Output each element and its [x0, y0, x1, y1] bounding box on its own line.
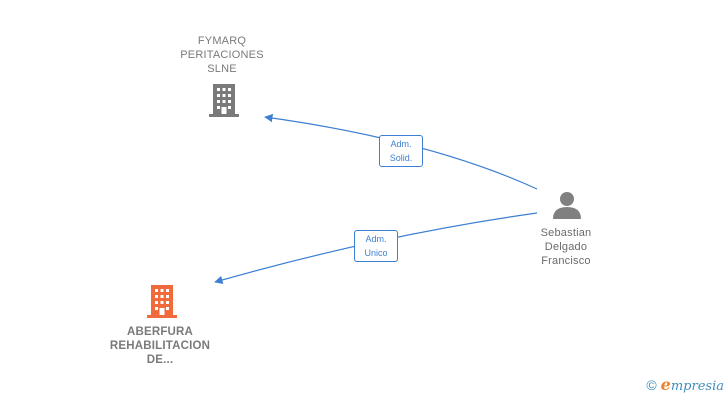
edge-label-line: Solid.: [389, 153, 413, 163]
company-node-aberfura[interactable]: ABERFURA REHABILITACION DE...: [95, 325, 225, 367]
edge-label-line: Unico: [364, 248, 388, 258]
copyright-symbol: ©: [646, 377, 657, 393]
node-label-line: Francisco: [541, 255, 591, 267]
footer-brand: ©empresia: [646, 375, 724, 394]
node-label-line: SLNE: [207, 63, 237, 75]
edge-label-line: Adm.: [390, 139, 412, 149]
building-icon[interactable]: [209, 84, 239, 117]
node-label-line: Delgado: [544, 241, 588, 253]
node-label-line: Sebastian: [540, 227, 592, 239]
edge-label-line: Adm.: [365, 234, 387, 244]
node-label-line: DE...: [146, 354, 174, 366]
edge-label-adm-unico[interactable]: Adm. Unico: [354, 230, 398, 262]
building-icon[interactable]: [147, 285, 177, 318]
node-label-line: ABERFURA: [126, 326, 194, 338]
node-label-line: REHABILITACION: [109, 340, 211, 352]
person-icon[interactable]: [553, 192, 581, 219]
person-node[interactable]: Sebastian Delgado Francisco: [524, 226, 608, 268]
edge-label-adm-solid[interactable]: Adm. Solid.: [379, 135, 423, 167]
empresia-logo: empresia: [660, 375, 724, 394]
node-label-line: FYMARQ: [197, 35, 247, 47]
node-label-line: PERITACIONES: [180, 49, 264, 61]
company-node-fymarq[interactable]: FYMARQ PERITACIONES SLNE: [162, 34, 282, 76]
